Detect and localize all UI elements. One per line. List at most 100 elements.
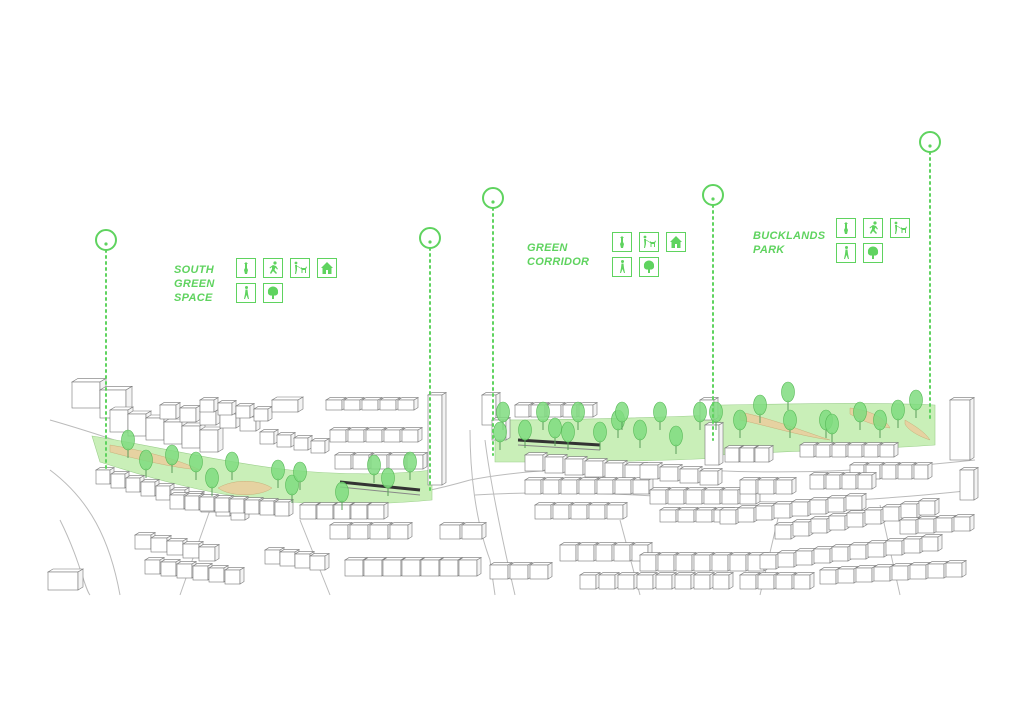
- building: [926, 561, 950, 579]
- building: [756, 477, 780, 495]
- building: [845, 510, 869, 528]
- building: [577, 477, 601, 495]
- building: [808, 472, 830, 490]
- building: [396, 397, 420, 411]
- building: [46, 568, 85, 591]
- label-line: SOUTH: [174, 264, 214, 276]
- tree: [335, 481, 349, 510]
- statue-icon: [612, 232, 632, 252]
- building: [720, 487, 744, 505]
- building: [178, 405, 202, 423]
- building: [587, 502, 611, 520]
- activity-icons-green-corridor: [612, 232, 688, 277]
- building: [658, 507, 682, 523]
- boardwalk: [517, 444, 601, 451]
- statue-icon: [836, 218, 856, 238]
- building: [808, 497, 832, 515]
- building: [559, 477, 583, 495]
- building: [648, 487, 672, 505]
- road: [49, 469, 121, 596]
- marker-corridor-west: [482, 187, 504, 456]
- tree: [548, 417, 562, 446]
- building: [616, 572, 640, 590]
- building: [830, 442, 852, 458]
- building: [944, 560, 968, 578]
- building: [508, 562, 534, 580]
- building: [738, 572, 762, 590]
- building: [917, 498, 941, 516]
- building: [348, 522, 374, 540]
- building: [658, 464, 684, 482]
- building: [710, 552, 734, 572]
- building: [366, 502, 390, 520]
- building: [70, 377, 108, 409]
- building: [612, 542, 636, 562]
- label-line: SPACE: [174, 292, 213, 304]
- activity-icons-bucklands-park: [836, 218, 912, 263]
- building: [790, 499, 814, 517]
- building: [656, 552, 680, 572]
- building: [908, 562, 932, 580]
- building: [543, 454, 569, 474]
- building: [916, 516, 940, 534]
- tree: [403, 451, 417, 480]
- building: [794, 548, 818, 566]
- building: [824, 472, 846, 490]
- label-line: CORRIDOR: [527, 256, 590, 268]
- building: [863, 507, 887, 525]
- building: [848, 542, 872, 560]
- building: [270, 396, 305, 413]
- building: [814, 442, 836, 458]
- tree: [825, 413, 839, 442]
- building: [948, 397, 976, 461]
- building: [912, 462, 934, 480]
- building: [703, 422, 725, 466]
- footpath: [217, 481, 273, 495]
- building: [569, 502, 593, 520]
- building: [812, 546, 836, 564]
- tree: [165, 444, 179, 473]
- marker-corridor-east: [702, 184, 724, 441]
- building: [308, 553, 331, 571]
- building: [576, 542, 600, 562]
- building: [881, 504, 905, 522]
- building: [736, 505, 760, 523]
- tree: [853, 401, 867, 430]
- tree: [693, 401, 707, 430]
- tree: [139, 449, 153, 478]
- building: [438, 522, 466, 540]
- building: [753, 445, 775, 463]
- walker-icon: [236, 283, 256, 303]
- building: [400, 427, 424, 443]
- tree: [653, 401, 667, 430]
- buildings: [46, 377, 980, 591]
- house-icon: [666, 232, 686, 252]
- building: [309, 438, 331, 454]
- building: [488, 562, 514, 580]
- tree: [293, 461, 307, 490]
- tree: [367, 454, 381, 483]
- statue-icon: [236, 258, 256, 278]
- building: [840, 472, 862, 490]
- building: [692, 572, 716, 590]
- building: [880, 462, 902, 480]
- trees: [121, 381, 923, 510]
- building: [635, 572, 659, 590]
- building: [830, 544, 854, 562]
- activity-icons-south-green-space: [236, 258, 339, 303]
- tree: [536, 401, 550, 430]
- footpath: [904, 419, 931, 441]
- boardwalk: [517, 438, 601, 447]
- tree: [593, 421, 607, 450]
- building: [756, 572, 780, 590]
- building: [898, 517, 922, 535]
- building: [702, 487, 726, 505]
- building: [711, 572, 735, 590]
- marker-park-east: [919, 131, 941, 421]
- tree: [518, 419, 532, 448]
- building: [563, 456, 589, 476]
- building: [738, 477, 762, 495]
- tree: [633, 419, 647, 448]
- building: [856, 472, 878, 490]
- label-line: GREEN: [174, 278, 215, 290]
